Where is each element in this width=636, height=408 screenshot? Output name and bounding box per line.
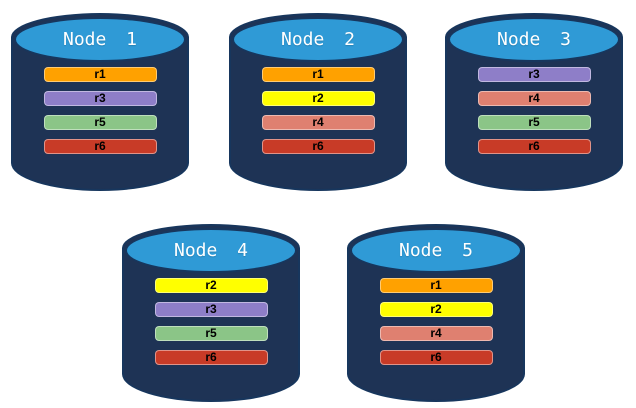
replica-list: r1 r2 r4 r6 <box>229 67 407 154</box>
replica-bar-r6: r6 <box>43 139 157 154</box>
replica-bar-r1: r1 <box>43 67 157 82</box>
replica-bar-r6: r6 <box>379 350 493 365</box>
replica-bar-r2: r2 <box>261 91 375 106</box>
replica-bar-r1: r1 <box>261 67 375 82</box>
cylinder-top: Node 3 <box>448 17 620 62</box>
cylinder-top: Node 4 <box>125 228 297 273</box>
replica-bar-r6: r6 <box>261 139 375 154</box>
node-title: Node 4 <box>173 240 249 261</box>
replica-list: r2 r3 r5 r6 <box>122 278 300 365</box>
replica-list: r3 r4 r5 r6 <box>445 67 623 154</box>
replica-list: r1 r2 r4 r6 <box>347 278 525 365</box>
replica-bar-r1: r1 <box>379 278 493 293</box>
replica-bar-r3: r3 <box>477 67 591 82</box>
replica-bar-r6: r6 <box>154 350 268 365</box>
node-title: Node 3 <box>496 29 572 50</box>
cylinder-top: Node 5 <box>350 228 522 273</box>
replica-list: r1 r3 r5 r6 <box>11 67 189 154</box>
replica-bar-r5: r5 <box>43 115 157 130</box>
cylinder-top: Node 2 <box>232 17 404 62</box>
replica-bar-r2: r2 <box>379 302 493 317</box>
node-title: Node 2 <box>280 29 356 50</box>
database-node: Node 1 r1 r3 r5 r6 <box>11 13 189 191</box>
node-title: Node 5 <box>398 240 474 261</box>
node-title: Node 1 <box>62 29 138 50</box>
replica-bar-r5: r5 <box>154 326 268 341</box>
replica-bar-r4: r4 <box>379 326 493 341</box>
database-node: Node 3 r3 r4 r5 r6 <box>445 13 623 191</box>
replica-bar-r4: r4 <box>477 91 591 106</box>
replica-bar-r3: r3 <box>43 91 157 106</box>
database-node: Node 5 r1 r2 r4 r6 <box>347 224 525 402</box>
cylinder-top: Node 1 <box>14 17 186 62</box>
replica-bar-r4: r4 <box>261 115 375 130</box>
database-node: Node 4 r2 r3 r5 r6 <box>122 224 300 402</box>
replica-bar-r2: r2 <box>154 278 268 293</box>
replica-bar-r6: r6 <box>477 139 591 154</box>
replica-bar-r3: r3 <box>154 302 268 317</box>
replica-bar-r5: r5 <box>477 115 591 130</box>
database-node: Node 2 r1 r2 r4 r6 <box>229 13 407 191</box>
